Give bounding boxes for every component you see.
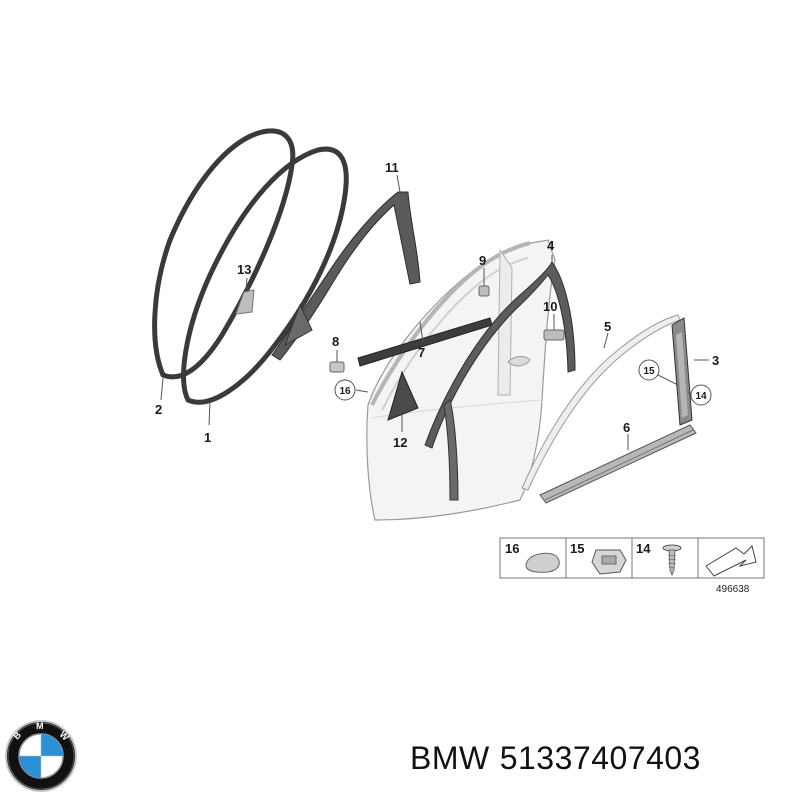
- channel-4: [424, 261, 576, 449]
- strip-5: [521, 314, 681, 491]
- bmw-logo-icon: B M W: [5, 720, 77, 792]
- arrow-ref-icon: [705, 545, 757, 577]
- callout-9: 9: [479, 253, 486, 268]
- frame-seal-11: [271, 191, 421, 361]
- legend-item-16-label: 16: [505, 541, 519, 556]
- callout-2: 2: [155, 402, 162, 417]
- pillar-trim-3-inner: [676, 332, 688, 418]
- part-13-cover: [235, 289, 255, 315]
- channel-4-lower: [443, 399, 459, 501]
- callout-1: 1: [204, 430, 211, 445]
- part-number: 51337407403: [499, 740, 701, 776]
- callout-7: 7: [418, 345, 425, 360]
- screw-14-icon: [662, 544, 682, 577]
- bmw-logo-letter-m: M: [36, 721, 44, 731]
- callout-11: 11: [385, 160, 399, 175]
- door-pillar: [497, 248, 513, 396]
- door-window-frame: [370, 241, 531, 406]
- callout-4: 4: [547, 238, 555, 253]
- callout-6: 6: [623, 420, 630, 435]
- mirror-triangle-13-base: [284, 303, 313, 347]
- brand-name: BMW: [410, 740, 490, 776]
- callout-14-circle: [690, 384, 712, 406]
- leader-lines: [160, 174, 709, 450]
- part-12-triangle: [387, 370, 419, 421]
- door-seal-inner: [181, 146, 349, 405]
- part-8-clip: [329, 361, 345, 373]
- callout-3: 3: [712, 353, 719, 368]
- part-9-clip: [478, 285, 490, 297]
- callout-5: 5: [604, 319, 611, 334]
- legend-item-14-label: 14: [636, 541, 651, 556]
- door-seal-outer: [152, 128, 296, 380]
- callout-12: 12: [393, 435, 407, 450]
- callout-16-circle: [334, 379, 356, 401]
- callout-14: 14: [695, 391, 707, 402]
- legend-item-15-label: 15: [570, 541, 584, 556]
- clip-16-icon: [525, 552, 560, 573]
- part-10-clip: [543, 329, 565, 341]
- strip-6-line: [544, 429, 694, 501]
- callout-10: 10: [543, 299, 557, 314]
- callout-15-circle: [638, 359, 660, 381]
- callout-15: 15: [643, 366, 655, 377]
- callout-8: 8: [332, 334, 339, 349]
- callout-16: 16: [339, 386, 351, 397]
- reference-number: 496638: [716, 584, 750, 595]
- callout-13: 13: [237, 262, 251, 277]
- door-handle: [507, 356, 531, 367]
- legend-box: 16 15 14: [499, 537, 765, 579]
